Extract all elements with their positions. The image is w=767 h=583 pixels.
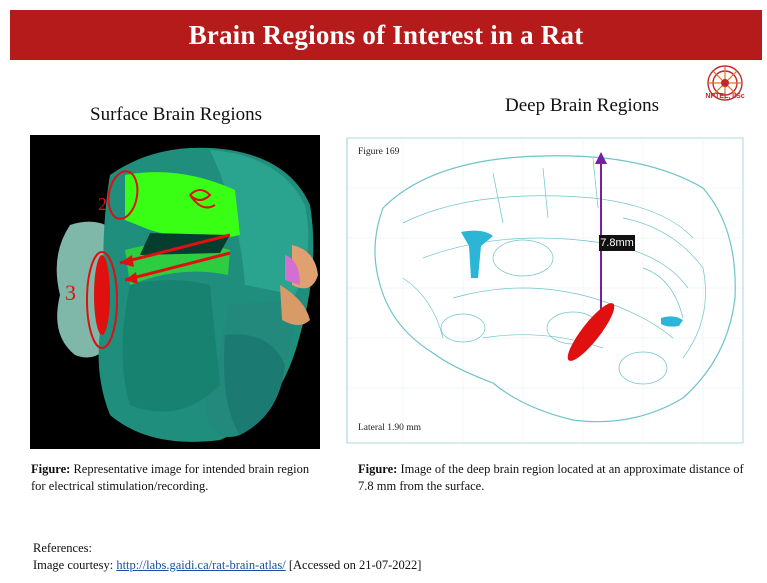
title-bar: Brain Regions of Interest in a Rat	[10, 10, 762, 60]
surface-heading: Surface Brain Regions	[90, 104, 262, 126]
annotation-3: 3	[65, 280, 76, 305]
left-caption-text: Representative image for intended brain …	[31, 462, 309, 493]
reference-prefix: Image courtesy:	[33, 558, 116, 572]
reference-suffix: [Accessed on 21-07-2022]	[286, 558, 422, 572]
brain-atlas-image	[343, 128, 747, 453]
surface-brain-image: 2 3	[30, 135, 320, 449]
references-heading: References:	[33, 540, 421, 557]
right-caption-bold: Figure:	[358, 462, 397, 476]
annotation-2: 2	[98, 194, 107, 214]
deep-heading: Deep Brain Regions	[505, 95, 659, 117]
references: References: Image courtesy: http://labs.…	[33, 540, 421, 574]
slide-title: Brain Regions of Interest in a Rat	[189, 20, 584, 51]
reference-link[interactable]: http://labs.gaidi.ca/rat-brain-atlas/	[116, 558, 285, 572]
logo-caption: NPTEL, IISc	[694, 93, 756, 100]
right-caption-text: Image of the deep brain region located a…	[358, 462, 744, 493]
distance-label: 7.8mm	[599, 235, 635, 251]
lateral-label: Lateral 1.90 mm	[358, 423, 421, 433]
figure-label: Figure 169	[358, 147, 399, 157]
left-caption-bold: Figure:	[31, 462, 70, 476]
left-caption: Figure: Representative image for intende…	[31, 461, 321, 495]
right-caption: Figure: Image of the deep brain region l…	[358, 461, 758, 495]
reference-line: Image courtesy: http://labs.gaidi.ca/rat…	[33, 557, 421, 574]
